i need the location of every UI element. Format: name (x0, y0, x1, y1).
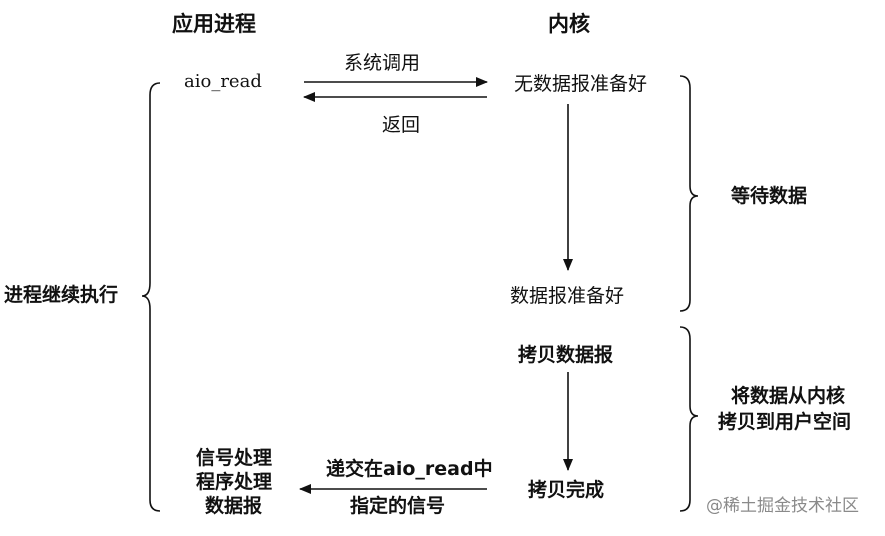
wait-for-data-label: 等待数据 (731, 185, 808, 207)
watermark: @稀土掘金技术社区 (706, 496, 859, 516)
signal-handler-line-3: 数据报 (205, 495, 263, 517)
signal-handler-line-2: 程序处理 (196, 471, 273, 493)
copy-brace (679, 326, 699, 512)
copy-complete-label: 拷贝完成 (528, 479, 605, 501)
syscall-label: 系统调用 (344, 52, 421, 74)
wait-brace (679, 75, 699, 312)
signal-handler-line-1: 信号处理 (196, 447, 273, 469)
return-label: 返回 (382, 114, 421, 136)
app-process-header: 应用进程 (172, 12, 256, 36)
deliver-signal-line-2: 指定的信号 (350, 495, 446, 517)
process-continues-label: 进程继续执行 (4, 284, 119, 306)
copy-to-user-line-2: 拷贝到用户空间 (718, 411, 852, 433)
deliver-signal-line-1: 递交在aio_read中 (326, 458, 493, 480)
aio-read-call-label: aio_read (184, 71, 262, 92)
copy-to-user-line-1: 将数据从内核 (731, 385, 846, 407)
no-datagram-ready-label: 无数据报准备好 (514, 73, 648, 95)
kernel-header: 内核 (548, 12, 590, 36)
left-brace (141, 82, 161, 512)
datagram-ready-label: 数据报准备好 (510, 285, 625, 307)
copy-datagram-label: 拷贝数据报 (518, 344, 614, 366)
